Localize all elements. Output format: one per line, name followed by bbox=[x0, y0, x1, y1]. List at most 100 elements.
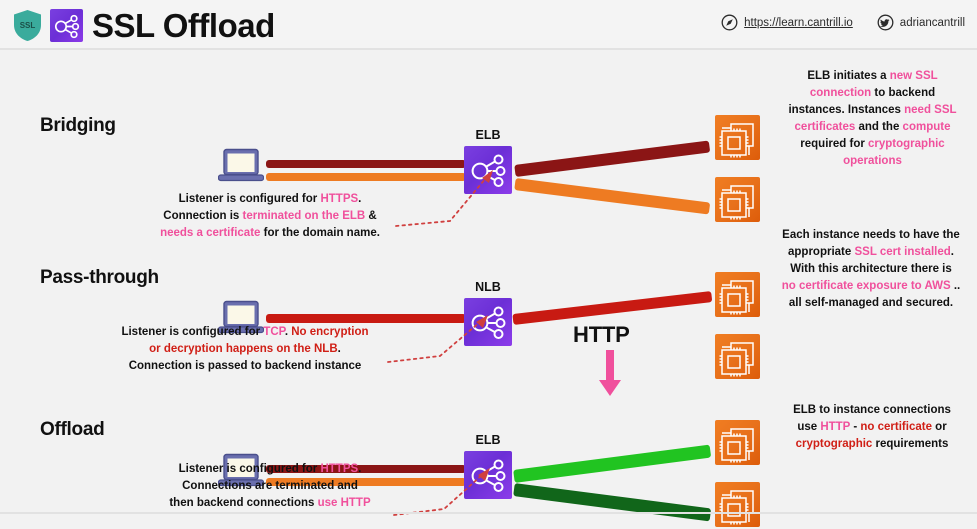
note-run: ELB initiates a bbox=[807, 70, 890, 82]
note-line: Each instance needs to have the bbox=[765, 227, 977, 244]
note-run: Listener is configured for bbox=[121, 326, 264, 338]
note-run: Each instance needs to have the bbox=[782, 229, 960, 241]
backend-dark-red-connection bbox=[514, 140, 711, 177]
note-run: Connection is bbox=[163, 210, 243, 222]
laptop-icon bbox=[217, 148, 265, 183]
note-run: all self-managed and secured. bbox=[788, 297, 954, 309]
note-pass-through-right: Each instance needs to have the appropria… bbox=[765, 227, 977, 312]
note-line: all self-managed and secured. bbox=[765, 295, 977, 312]
header-bar: SSL SSL Offload bbox=[0, 0, 977, 50]
client-orange-connection bbox=[266, 478, 466, 486]
backend-red-connection bbox=[512, 291, 713, 325]
website-link-label: https://learn.cantrill.io bbox=[744, 16, 853, 29]
note-line: Connection is passed to backend instance bbox=[85, 358, 405, 375]
note-run: operations bbox=[843, 155, 902, 167]
note-run: TCP bbox=[263, 326, 285, 338]
note-run: Connections are terminated and bbox=[182, 480, 358, 492]
note-run: Connection is passed to backend instance bbox=[128, 360, 362, 372]
twitter-link-label: adriancantrill bbox=[899, 16, 965, 29]
note-run: for the domain name. bbox=[260, 227, 380, 239]
note-run: . bbox=[337, 343, 341, 355]
note-line: needs a certificate for the domain name. bbox=[105, 225, 435, 242]
ec2-instance-icon bbox=[715, 420, 760, 465]
note-pass-through-left: Listener is configured for TCP. No encry… bbox=[85, 324, 405, 375]
note-run: Listener is configured for bbox=[178, 463, 321, 475]
client-dark-red-connection bbox=[266, 160, 466, 168]
elastic-load-balancer-icon bbox=[50, 9, 83, 42]
note-line: ELB initiates a new SSL bbox=[770, 68, 975, 85]
lb-label-elb-offload: ELB bbox=[475, 433, 501, 447]
leader-line-offload bbox=[388, 459, 496, 526]
ec2-instance-icon bbox=[715, 334, 760, 379]
leader-line-bridging bbox=[390, 158, 500, 238]
note-run: use bbox=[797, 421, 821, 433]
footer-divider bbox=[0, 512, 977, 514]
pink-down-arrow-icon bbox=[595, 350, 625, 403]
note-run: terminated on the ELB bbox=[242, 210, 366, 222]
ssl-shield-icon: SSL bbox=[12, 9, 43, 42]
laptop-icon bbox=[217, 453, 265, 488]
note-run: . bbox=[950, 246, 954, 258]
note-run: . bbox=[358, 193, 362, 205]
note-line: Listener is configured for HTTPS. bbox=[105, 191, 435, 208]
note-run: required for bbox=[800, 138, 869, 150]
note-offload-left: Listener is configured for HTTPS. Connect… bbox=[105, 461, 435, 512]
note-line: connection to backend bbox=[770, 85, 975, 102]
note-run: requirements bbox=[872, 438, 949, 450]
section-title-pass-through: Pass-through bbox=[40, 267, 159, 288]
laptop-icon bbox=[217, 300, 265, 335]
note-run: ELB to instance connections bbox=[793, 404, 951, 416]
note-line: Connections are terminated and bbox=[105, 478, 435, 495]
ec2-instance-icon bbox=[715, 177, 760, 222]
note-line: no certificate exposure to AWS .. bbox=[765, 278, 977, 295]
note-run: No encryption bbox=[291, 326, 369, 338]
note-run: certificates bbox=[794, 121, 856, 133]
backend-orange-connection bbox=[514, 178, 711, 215]
ec2-instance-icon bbox=[715, 272, 760, 317]
twitter-link[interactable]: adriancantrill bbox=[877, 14, 965, 31]
diagram-canvas: Bridging ELB bbox=[0, 50, 977, 527]
website-link[interactable]: https://learn.cantrill.io bbox=[721, 14, 853, 31]
backend-bright-green-connection bbox=[513, 444, 712, 483]
note-bridging-left: Listener is configured for HTTPS. Connect… bbox=[105, 191, 435, 242]
note-run: compute bbox=[902, 121, 951, 133]
note-line: appropriate SSL cert installed. bbox=[765, 244, 977, 261]
note-line: Listener is configured for TCP. No encry… bbox=[85, 324, 405, 341]
svg-text:SSL: SSL bbox=[20, 21, 36, 30]
note-run: needs a certificate bbox=[160, 227, 261, 239]
note-line: operations bbox=[770, 153, 975, 170]
note-line: instances. Instances need SSL bbox=[770, 102, 975, 119]
note-run: no certificate bbox=[860, 421, 932, 433]
section-title-offload: Offload bbox=[40, 419, 105, 440]
elastic-load-balancer-icon bbox=[464, 451, 512, 499]
note-line: required for cryptographic bbox=[770, 136, 975, 153]
note-run: new SSL bbox=[889, 70, 938, 82]
section-title-bridging: Bridging bbox=[40, 115, 116, 136]
note-run: .. bbox=[950, 280, 961, 292]
note-run: cryptographic bbox=[795, 438, 873, 450]
note-line: Listener is configured for HTTPS. bbox=[105, 461, 435, 478]
ec2-instance-icon bbox=[715, 115, 760, 160]
ec2-instance-icon bbox=[715, 482, 760, 527]
note-run: or bbox=[931, 421, 947, 433]
note-run: appropriate bbox=[788, 246, 855, 258]
note-run: HTTP bbox=[820, 421, 851, 433]
note-run: use HTTP bbox=[317, 497, 371, 509]
note-run: connection bbox=[809, 87, 872, 99]
note-run: no certificate exposure to AWS bbox=[781, 280, 951, 292]
note-line: or decryption happens on the NLB. bbox=[85, 341, 405, 358]
note-run: HTTPS bbox=[320, 463, 359, 475]
twitter-icon bbox=[877, 14, 894, 31]
note-run: to backend bbox=[871, 87, 936, 99]
note-line: then backend connections use HTTP bbox=[105, 495, 435, 512]
note-run: instances. Instances bbox=[788, 104, 905, 116]
network-load-balancer-icon bbox=[464, 298, 512, 346]
lb-label-elb-bridging: ELB bbox=[475, 128, 501, 142]
client-dark-red-connection bbox=[266, 465, 466, 473]
note-run: then backend connections bbox=[169, 497, 318, 509]
client-red-connection bbox=[266, 314, 466, 323]
lb-label-nlb: NLB bbox=[475, 280, 501, 294]
client-orange-connection bbox=[266, 173, 466, 181]
